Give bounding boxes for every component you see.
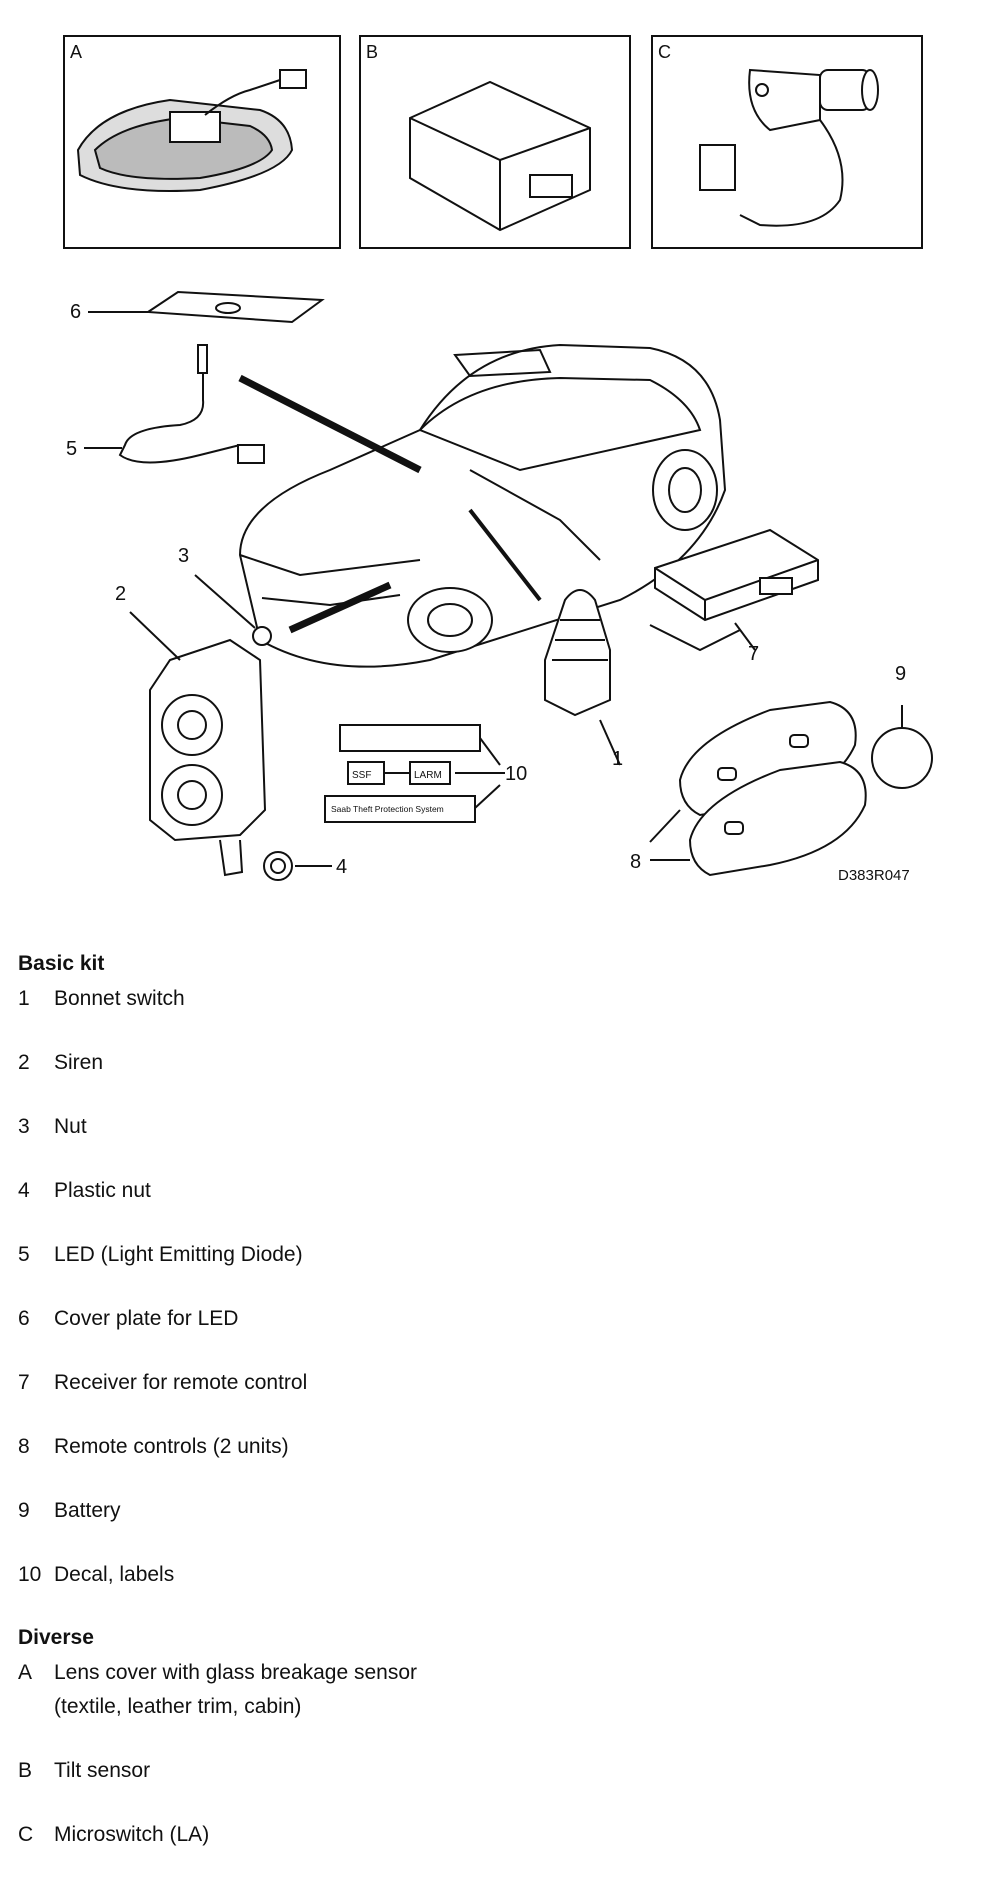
item-number: 9 [18, 1499, 30, 1522]
basic-kit-heading: Basic kit [18, 952, 105, 975]
item-text: Cover plate for LED [54, 1307, 239, 1330]
car-drawing [238, 343, 727, 668]
switch-label-larm: LARM [414, 770, 442, 781]
callout-4: 4 [336, 856, 347, 878]
item-text: Bonnet switch [54, 987, 185, 1010]
battery-drawing [871, 705, 933, 789]
item-text: Receiver for remote control [54, 1371, 308, 1394]
list-item: C Microswitch (LA) [18, 1822, 918, 1848]
item-number: 10 [18, 1563, 42, 1586]
callout-7: 7 [748, 643, 759, 665]
callout-2: 2 [115, 583, 126, 605]
list-item: 2 Siren [18, 1050, 918, 1076]
decal-labels-drawing [324, 724, 505, 823]
item-text: Lens cover with glass breakage sensor [54, 1661, 418, 1684]
callout-10: 10 [505, 763, 527, 785]
item-text-continued: (textile, leather trim, cabin) [54, 1695, 302, 1718]
list-item: 8 Remote controls (2 units) [18, 1434, 918, 1460]
callout-8: 8 [630, 851, 641, 873]
list-item: 10 Decal, labels [18, 1562, 918, 1588]
siren-drawing [129, 574, 272, 877]
panel-b [359, 35, 631, 249]
panel-c [651, 35, 923, 249]
item-number: 4 [18, 1179, 30, 1202]
item-number: C [18, 1823, 34, 1846]
callout-3: 3 [178, 545, 189, 567]
parts-illustration: A B C 1 2 3 4 5 6 7 8 9 10 SSF LARM Saab… [63, 35, 933, 884]
item-number: 7 [18, 1371, 30, 1394]
item-number: 1 [18, 987, 30, 1010]
item-number: B [18, 1759, 33, 1782]
item-text: LED (Light Emitting Diode) [54, 1243, 303, 1266]
item-number: 6 [18, 1307, 30, 1330]
remote-controls-drawing [649, 700, 867, 877]
diverse-heading: Diverse [18, 1626, 94, 1649]
callout-1: 1 [612, 748, 623, 770]
panel-label-b: B [366, 42, 378, 62]
item-number: A [18, 1661, 33, 1684]
panel-label-c: C [658, 42, 671, 62]
list-item: 4 Plastic nut [18, 1178, 918, 1204]
plastic-nut-drawing [263, 851, 332, 881]
list-item: B Tilt sensor [18, 1758, 918, 1784]
led-drawing [84, 344, 265, 464]
microswitch-drawing [699, 68, 879, 227]
item-text: Battery [54, 1499, 121, 1522]
item-text: Decal, labels [54, 1563, 175, 1586]
list-item: 5 LED (Light Emitting Diode) [18, 1242, 918, 1268]
item-number: 8 [18, 1435, 30, 1458]
list-item: 6 Cover plate for LED [18, 1306, 918, 1332]
item-text: Tilt sensor [54, 1759, 151, 1782]
list-item: 7 Receiver for remote control [18, 1370, 918, 1396]
item-number: 3 [18, 1115, 30, 1138]
cover-plate-drawing [88, 290, 325, 324]
receiver-drawing [649, 528, 819, 652]
tilt-sensor-drawing [409, 80, 591, 232]
diverse-list: A Lens cover with glass breakage sensor (… [18, 1660, 918, 1848]
list-item: 3 Nut [18, 1114, 918, 1140]
switch-label-ssf: SSF [352, 770, 371, 781]
panel-label-a: A [70, 42, 82, 62]
item-text: Nut [54, 1115, 87, 1138]
panel-a [63, 35, 341, 249]
callout-6: 6 [70, 301, 81, 323]
item-number: 5 [18, 1243, 30, 1266]
legend: Basic kit 1 Bonnet switch 2 Siren 3 Nut 4 Pl… [18, 952, 918, 1848]
item-text: Siren [54, 1051, 104, 1074]
callout-9: 9 [895, 663, 906, 685]
leader-lines [238, 374, 601, 634]
drawing-code: D383R047 [838, 867, 910, 884]
list-item: 1 Bonnet switch [18, 986, 918, 1012]
item-text: Plastic nut [54, 1179, 151, 1202]
list-item: 9 Battery [18, 1498, 918, 1524]
bonnet-switch-drawing [544, 589, 621, 766]
callout-5: 5 [66, 438, 77, 460]
item-text: Microswitch (LA) [54, 1823, 210, 1846]
list-item: A Lens cover with glass breakage sensor (… [18, 1660, 918, 1720]
lens-cover-sensor-drawing [76, 69, 307, 192]
item-text: Remote controls (2 units) [54, 1435, 289, 1458]
decal-theft-protection: Saab Theft Protection System [331, 804, 444, 814]
item-number: 2 [18, 1051, 30, 1074]
